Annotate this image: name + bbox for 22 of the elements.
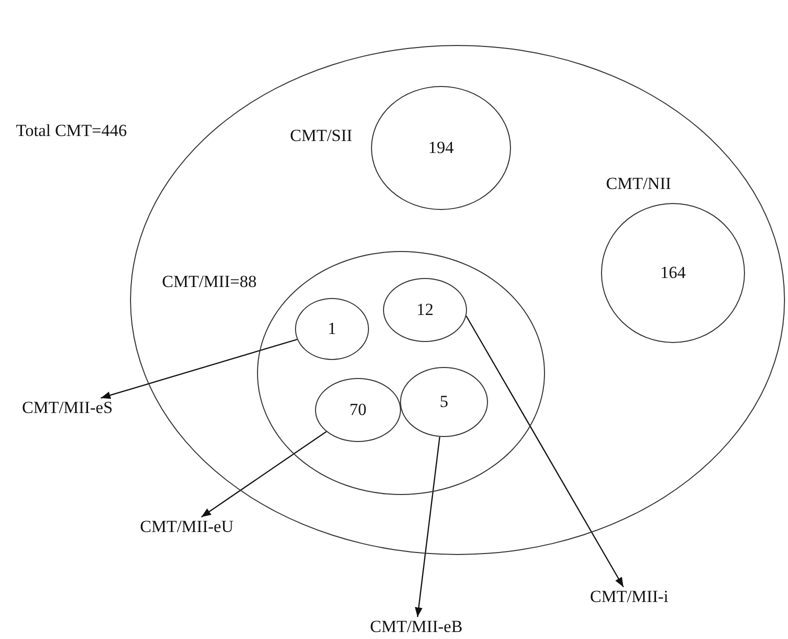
arrow <box>100 338 298 399</box>
count-value: 5 <box>440 392 448 412</box>
arrow <box>414 436 440 618</box>
set-label: CMT/SII <box>290 126 352 146</box>
count-value: 164 <box>660 263 686 283</box>
count-value: 12 <box>416 300 434 320</box>
category-label: CMT/MII-eS <box>22 398 113 418</box>
count-value: 194 <box>428 138 454 158</box>
set-ellipse <box>295 298 369 360</box>
set-ellipse <box>383 278 467 342</box>
set-ellipse <box>315 378 401 442</box>
count-value: 70 <box>350 400 366 420</box>
arrow <box>201 431 327 518</box>
set-ellipse <box>400 367 488 437</box>
set-label: CMT/MII=88 <box>162 272 257 292</box>
category-label: CMT/MII-eU <box>140 517 234 537</box>
set-label: Total CMT=446 <box>16 121 127 141</box>
arrow <box>466 316 624 588</box>
set-label: CMT/NII <box>606 174 672 194</box>
count-value: 1 <box>328 319 336 339</box>
category-label: CMT/MII-i <box>590 587 668 607</box>
category-label: CMT/MII-eB <box>370 617 463 637</box>
